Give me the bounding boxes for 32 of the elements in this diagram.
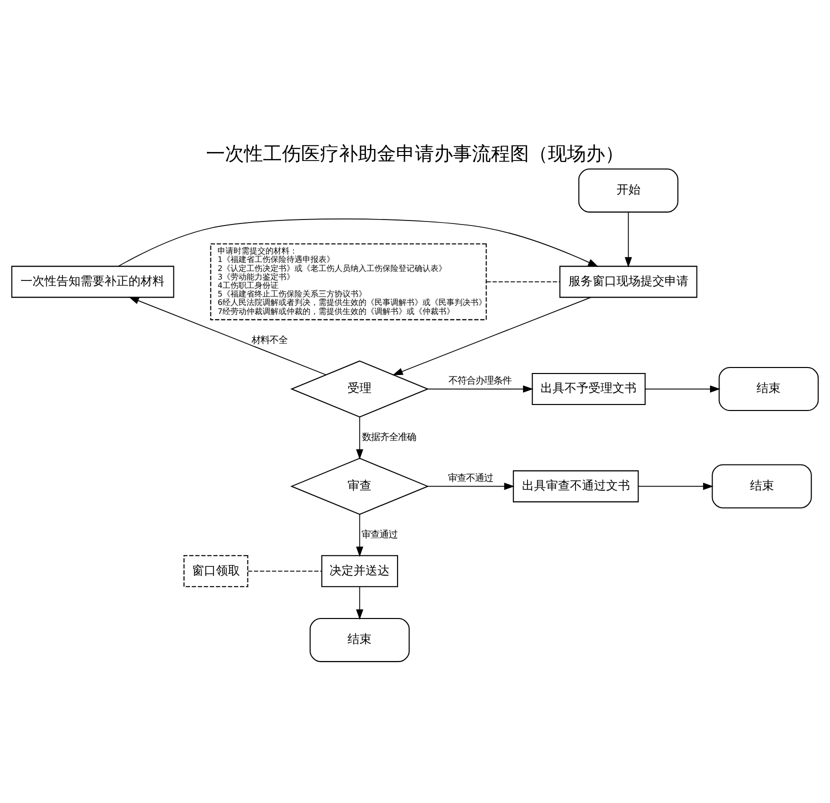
arrow (427, 385, 534, 393)
edge-label: 审查通过 (361, 529, 398, 540)
edge-label: 材料不全 (251, 334, 288, 346)
node-box: 一次性告知需要补正的材料 (11, 266, 174, 298)
arrow (356, 514, 364, 557)
edge-label: 不符合办理条件 (448, 376, 512, 387)
node-box: 结束 (310, 618, 410, 662)
node-box: 服务窗口现场提交申请 (559, 266, 698, 298)
diagram-title: 一次性工伤医疗补助金申请办事流程图（现场办） (206, 143, 624, 166)
arrow (118, 218, 598, 267)
connector (486, 281, 560, 282)
node-box: 申请时需提交的材料： 1《福建省工伤保险待遇申报表》 2《认定工伤决定书》或《老工伤人员纳入工伤保险登记确认表》 3《劳动能力鉴定书》 4工伤职工身份证 5《福建省终止工伤保险关系三方协议书》 6经人民法院调解或者判决，需提供生效的《民事调解书》或《民事判决书》 7经劳动仲裁调解或仲裁的，需提供生效的《调解书》或《仲裁书》 (210, 243, 487, 320)
arrow (427, 482, 514, 490)
node-box: 窗口领取 (183, 555, 248, 588)
node-box: 决定并送达 (321, 555, 398, 588)
arrow (356, 586, 364, 620)
node-box: 结束 (718, 366, 819, 412)
arrow (638, 482, 714, 490)
arrow (392, 296, 592, 376)
node-box: 出具审查不通过文书 (512, 470, 639, 502)
arrow (356, 416, 364, 460)
connector (247, 570, 322, 572)
node-diamond: 审查 (290, 458, 430, 515)
edge-label: 数据齐全准确 (362, 432, 416, 444)
node-box: 出具不予受理文书 (532, 373, 646, 406)
arrow (644, 385, 720, 393)
arrow (624, 212, 632, 268)
node-box: 开始 (578, 168, 678, 213)
node-box: 结束 (712, 464, 812, 508)
node-diamond: 受理 (290, 360, 430, 418)
arrow (128, 296, 326, 376)
edge-label: 审查不通过 (448, 472, 494, 484)
